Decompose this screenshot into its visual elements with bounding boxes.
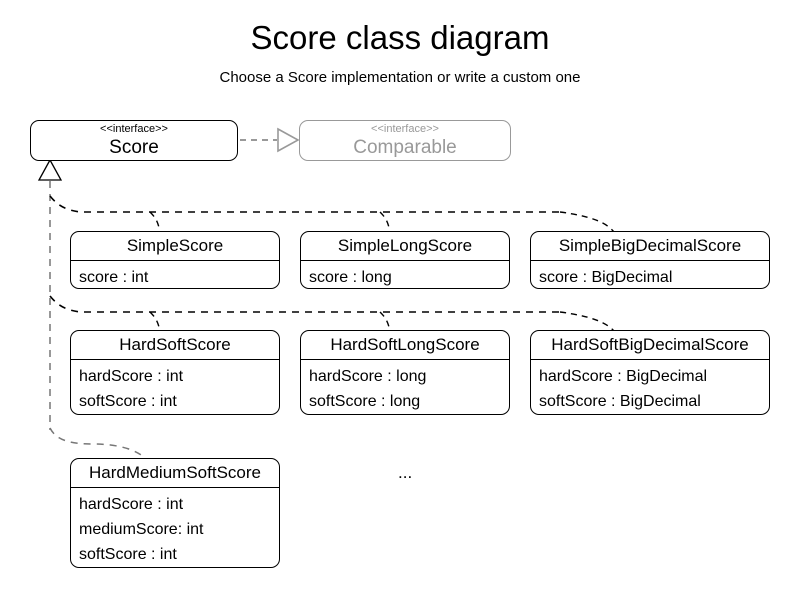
interface-score-name: Score [109,136,159,158]
inheritance-triangle-icon [37,158,63,181]
class-simple-score-attributes: score : int [71,261,279,288]
attribute: softScore : int [79,546,177,563]
attribute: hardScore : int [79,368,184,385]
class-hard-medium-soft-score[interactable]: HardMediumSoftScore hardScore : int medi… [70,458,280,568]
class-hard-soft-score-attributes: hardScore : int softScore : int [71,360,279,414]
page-title: Score class diagram [250,19,550,56]
attribute: hardScore : long [309,368,427,385]
interface-comparable[interactable]: <<interface>> Comparable [299,120,511,161]
implements-branch-row3 [49,427,146,459]
interface-comparable-stereotype: <<interface>> [371,122,439,135]
class-simple-score-name: SimpleScore [71,232,279,261]
class-simple-long-score-name: SimpleLongScore [301,232,509,261]
class-hard-soft-big-decimal-score[interactable]: HardSoftBigDecimalScore hardScore : BigD… [530,330,770,415]
class-hard-medium-soft-score-name: HardMediumSoftScore [71,459,279,488]
attribute: softScore : long [309,393,421,410]
interface-score-stereotype: <<interface>> [100,122,168,135]
class-simple-big-decimal-score-attributes: score : BigDecimal [531,261,769,288]
class-simple-long-score[interactable]: SimpleLongScore score : long [300,231,510,289]
class-simple-score[interactable]: SimpleScore score : int [70,231,280,289]
class-hard-medium-soft-score-attributes: hardScore : int mediumScore: int softSco… [71,488,279,567]
attribute: score : int [79,269,149,286]
page-subtitle: Choose a Score implementation or write a… [219,69,581,86]
implements-branch-row1 [49,195,615,233]
attribute: mediumScore: int [79,521,204,538]
class-hard-soft-long-score[interactable]: HardSoftLongScore hardScore : long softS… [300,330,510,415]
class-hard-soft-score-name: HardSoftScore [71,331,279,360]
attribute: softScore : BigDecimal [539,393,701,410]
attribute: softScore : int [79,393,177,410]
attribute: score : long [309,269,392,286]
class-hard-soft-score[interactable]: HardSoftScore hardScore : int softScore … [70,330,280,415]
more-classes-ellipsis: ... [398,463,413,482]
class-hard-soft-long-score-attributes: hardScore : long softScore : long [301,360,509,414]
attribute: hardScore : int [79,496,184,513]
attribute: hardScore : BigDecimal [539,368,708,385]
class-hard-soft-big-decimal-score-attributes: hardScore : BigDecimal softScore : BigDe… [531,360,769,414]
interface-comparable-name: Comparable [353,136,457,158]
class-simple-big-decimal-score[interactable]: SimpleBigDecimalScore score : BigDecimal [530,231,770,289]
attribute: score : BigDecimal [539,269,673,286]
class-hard-soft-big-decimal-score-name: HardSoftBigDecimalScore [531,331,769,360]
class-simple-long-score-attributes: score : long [301,261,509,288]
class-hard-soft-long-score-name: HardSoftLongScore [301,331,509,360]
class-simple-big-decimal-score-name: SimpleBigDecimalScore [531,232,769,261]
implements-branch-row2 [49,295,615,332]
realization-score-to-comparable [240,127,300,153]
interface-score[interactable]: <<interface>> Score [30,120,238,161]
